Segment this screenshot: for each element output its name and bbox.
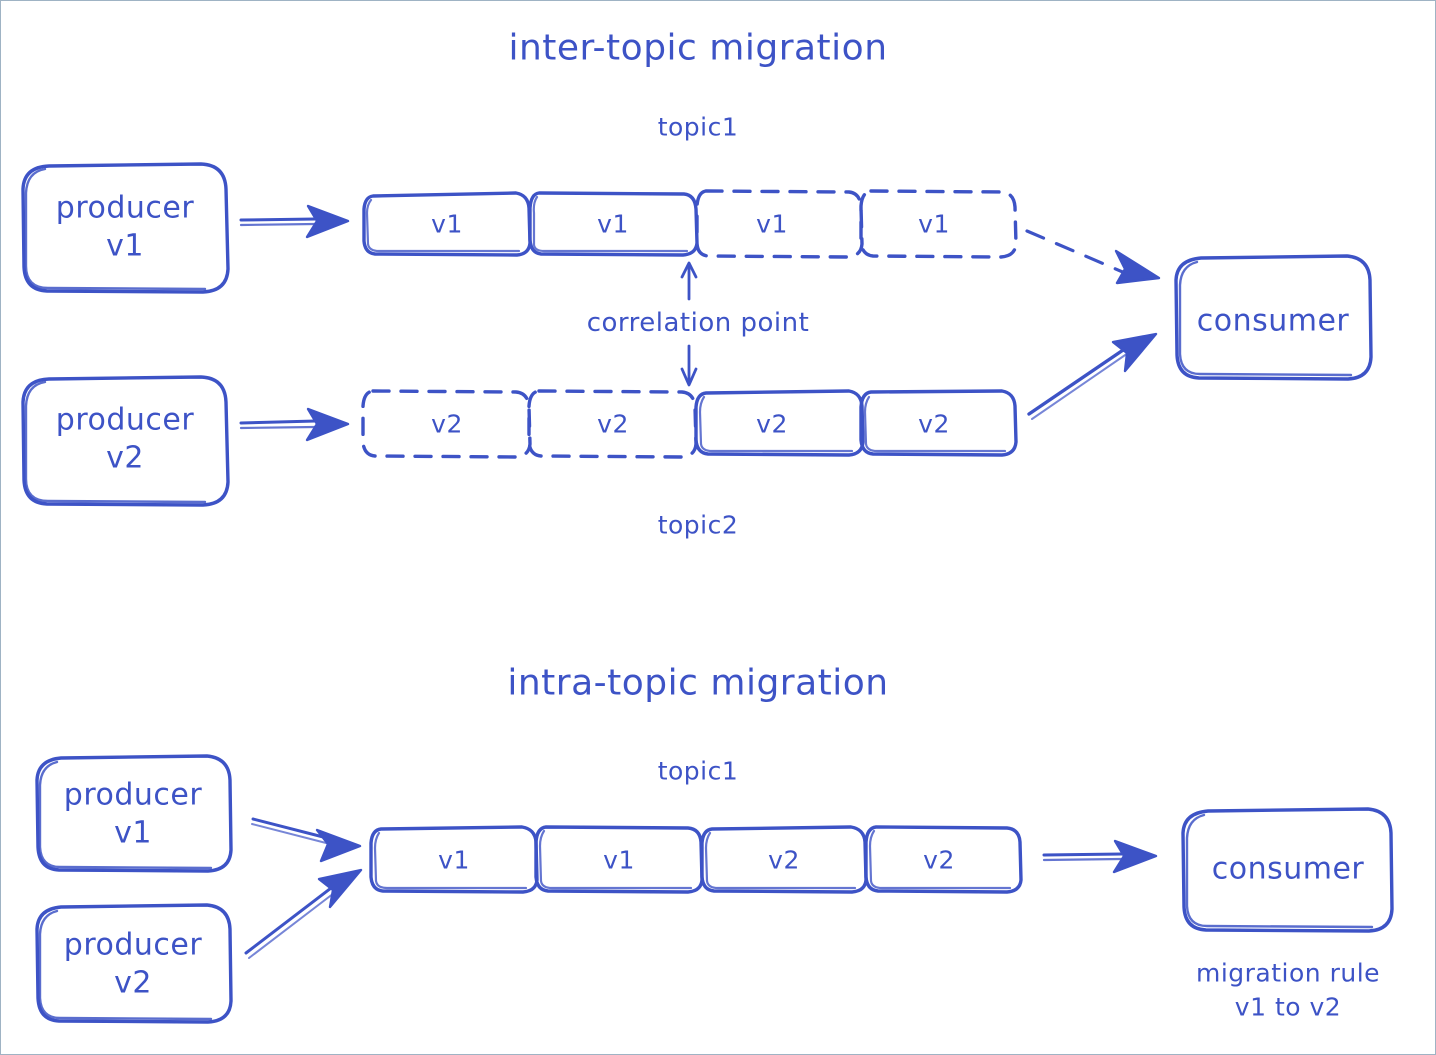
producer-v1-line2-2: v1 [114,815,152,850]
topic2-message-3-label: v2 [756,409,788,439]
topic1-message-3-shape [695,189,864,259]
correlation-up-arrow [680,261,698,301]
migration-rule-note: migration rule v1 to v2 [1196,956,1380,1024]
producer-v2-line1: producer [55,402,195,438]
arrow-producer-v1-to-topic1 [239,204,350,239]
topic1b-message-3-label: v2 [768,845,800,875]
topic1-message-1-shape [362,191,532,257]
producer-v1-line1: producer [55,190,195,226]
topic2-label: topic2 [657,510,739,540]
topic1-message-4-label: v1 [918,209,950,239]
topic1b-label: topic1 [657,756,739,786]
consumer-box-shape-2 [1181,807,1394,933]
topic2-message-1-shape [361,389,532,459]
topic1b-message-4-label: v2 [923,845,955,875]
producer-v1-box-shape [21,162,230,294]
topic1-label: topic1 [657,112,739,142]
topic2-message-4-label: v2 [918,409,950,439]
topic1-message-2-shape [528,191,699,257]
topic1b-message-4-shape [864,825,1023,894]
topic1b-message-2-shape [534,825,704,894]
topic1b-message-3-shape [700,825,868,894]
arrow-producer-v2-to-topic2 [239,407,350,442]
migration-rule-line1: migration rule [1195,958,1381,988]
consumer-label-2: consumer [1211,851,1365,887]
correlation-down-arrow [680,344,698,387]
producer-v2-box-shape [21,375,230,507]
migration-rule-line2: v1 to v2 [1234,992,1342,1021]
producer-v1-box-shape-2 [35,754,233,873]
topic2-message-2-label: v2 [597,409,629,439]
producer-v1-line1-2: producer [63,777,203,813]
topic1b-message-1-label: v1 [438,845,470,875]
topic2-message-1-label: v2 [431,409,463,439]
topic1-message-2-label: v1 [597,209,629,239]
arrow-topic1-to-consumer [1025,229,1161,285]
consumer-box-shape-1 [1174,254,1373,381]
arrow-topic2-to-consumer [1027,332,1158,420]
producer-v2-line2: v2 [106,440,144,475]
producer-v2-line2-2: v2 [114,965,152,1000]
producer-v1-line2: v1 [106,228,144,263]
topic2-message-4-shape [859,389,1018,457]
topic1-message-3-label: v1 [756,209,788,239]
arrow-topic1-to-consumer-2 [1042,839,1158,874]
topic2-message-2-shape [527,389,698,459]
consumer-label: consumer [1196,303,1350,339]
topic1-message-4-shape [859,189,1018,259]
arrow-producer-v1-to-topic1-2 [251,817,362,863]
topic1b-message-2-label: v1 [603,845,635,875]
correlation-point-label: correlation point [586,307,810,338]
topic1b-message-1-shape [369,825,539,894]
topic1-message-1-label: v1 [431,209,463,239]
section-title-intra-topic: intra-topic migration [507,662,889,704]
producer-v2-line1-2: producer [63,927,203,963]
producer-v2-box-shape-2 [35,903,233,1024]
section-title-inter-topic: inter-topic migration [508,27,888,69]
arrow-producer-v2-to-topic1-2 [244,868,363,959]
topic2-message-3-shape [694,389,865,457]
